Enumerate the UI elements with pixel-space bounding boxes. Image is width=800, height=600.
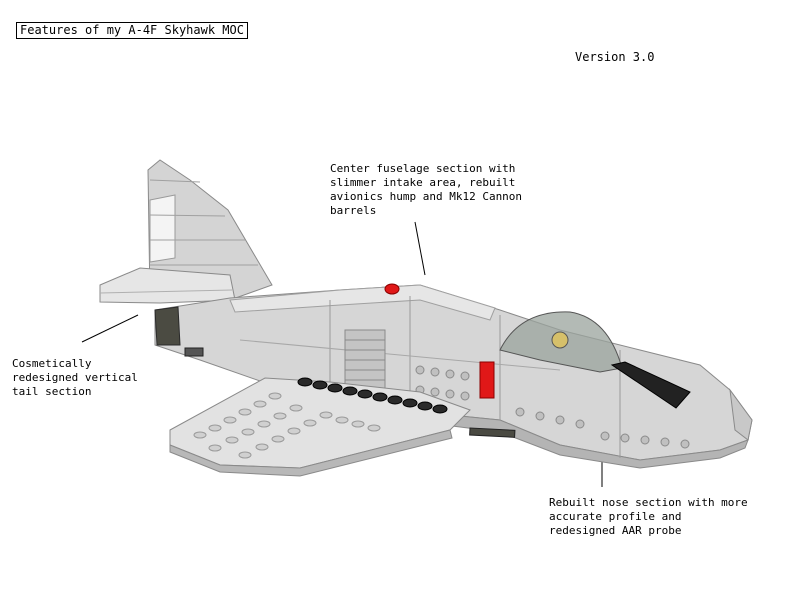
exhaust-pipe (184, 347, 204, 357)
version-label: Version 3.0 (575, 50, 655, 64)
page-title: Features of my A-4F Skyhawk MOC (16, 22, 248, 39)
nose-tip (729, 388, 753, 441)
leader-line-tail (81, 314, 139, 343)
red-beacon (384, 283, 400, 295)
windscreen (610, 361, 691, 409)
cannon-barrel (469, 427, 516, 438)
leader-line-center (414, 221, 426, 276)
callout-center-fuselage: Center fuselage section with slimmer int… (330, 162, 523, 217)
vertical-tail (147, 159, 273, 301)
callout-nose-section: Rebuilt nose section with more accurate … (549, 496, 748, 537)
callout-tail-section: Cosmetically redesigned vertical tail se… (12, 357, 138, 398)
red-intake-marker (479, 361, 495, 399)
wing (169, 377, 471, 477)
canopy (499, 311, 623, 373)
horizontal-stabilizer (99, 267, 236, 304)
